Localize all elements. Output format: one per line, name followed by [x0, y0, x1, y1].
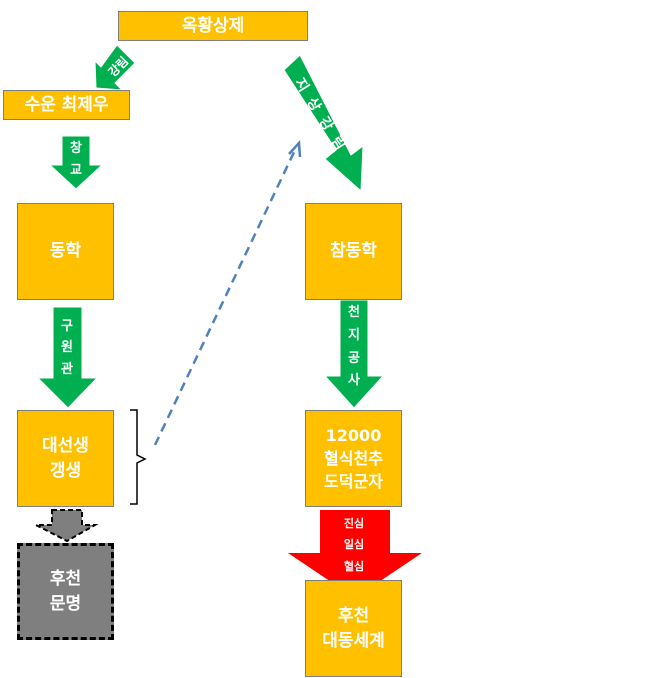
dashed-blue-arrow: [153, 149, 297, 446]
node-huchun-munmyeong-label: 후천 문명: [49, 568, 82, 614]
node-chamdonghak: 참동학: [305, 203, 402, 300]
node-suwun-label: 수운 최제우: [24, 94, 109, 115]
node-daeseonsaeng: 대선생 갱생: [17, 410, 114, 507]
arrow-grey-dashed: [35, 509, 99, 543]
node-chamdonghak-label: 참동학: [330, 241, 377, 262]
node-huchun-daedong-label: 후천 대동세계: [322, 605, 385, 651]
dashed-blue-arrowhead: [288, 139, 302, 158]
node-okhwangsangje: 옥황상제: [118, 11, 308, 41]
node-suwun: 수운 최제우: [3, 90, 130, 120]
node-huchun-daedong: 후천 대동세계: [305, 580, 402, 677]
label-cheonjigongsa: 천지공사: [347, 302, 361, 393]
arrow-red-heart: [288, 510, 422, 598]
node-hyeolsik-label: 12000 혈식천추 도덕군자: [324, 425, 383, 492]
node-okhwangsangje-label: 옥황상제: [181, 15, 245, 36]
arrow-jisanggangnim: [283, 54, 364, 193]
label-guwongwan: 구원관: [60, 316, 74, 380]
node-donghak-label: 동학: [49, 241, 82, 262]
arrow-gangnim: [94, 44, 136, 91]
node-daeseonsaeng-label: 대선생 갱생: [42, 435, 89, 481]
label-cheonjigongsa-text: 천지공사: [348, 305, 360, 389]
label-guwongwan-text: 구원관: [61, 319, 73, 377]
bracket: [130, 409, 147, 505]
arrow-guwongwan: [36, 306, 99, 409]
label-changgyo: 창교: [69, 138, 83, 182]
label-red-heart: 진심 일심 혈심: [330, 513, 378, 577]
node-donghak: 동학: [17, 203, 114, 300]
label-red-line-2: 일심: [343, 538, 365, 552]
arrow-cheonjigongsa: [323, 299, 385, 409]
node-hyeolsik: 12000 혈식천추 도덕군자: [305, 410, 402, 507]
label-red-line-1: 진심: [343, 517, 365, 530]
label-red-line-3: 혈심: [343, 559, 365, 573]
arrow-changgyo: [48, 135, 104, 190]
node-huchun-munmyeong: 후천 문명: [17, 543, 114, 640]
label-changgyo-text: 창교: [70, 141, 82, 179]
